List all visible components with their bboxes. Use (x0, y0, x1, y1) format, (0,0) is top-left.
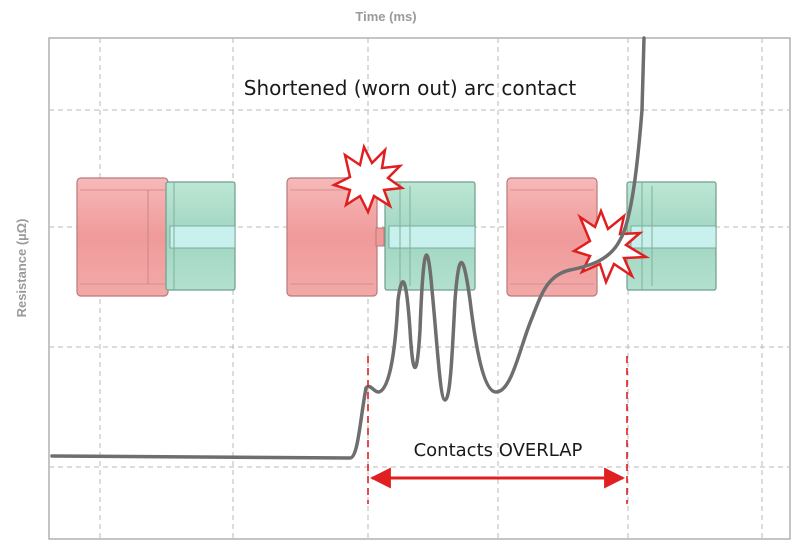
y-axis-title: Resistance (µΩ) (14, 219, 29, 318)
diagram-title: Shortened (worn out) arc contact (244, 76, 577, 100)
moving-contact-1 (76, 177, 169, 297)
overlap-label: Contacts OVERLAP (414, 440, 583, 461)
x-axis-title: Time (ms) (355, 9, 416, 24)
overlap-markers (367, 356, 628, 504)
resistance-curve (50, 36, 646, 460)
contact-pair-open (76, 177, 236, 297)
spark-burst-icon (330, 143, 406, 216)
contact-pair-arcing (286, 177, 476, 297)
